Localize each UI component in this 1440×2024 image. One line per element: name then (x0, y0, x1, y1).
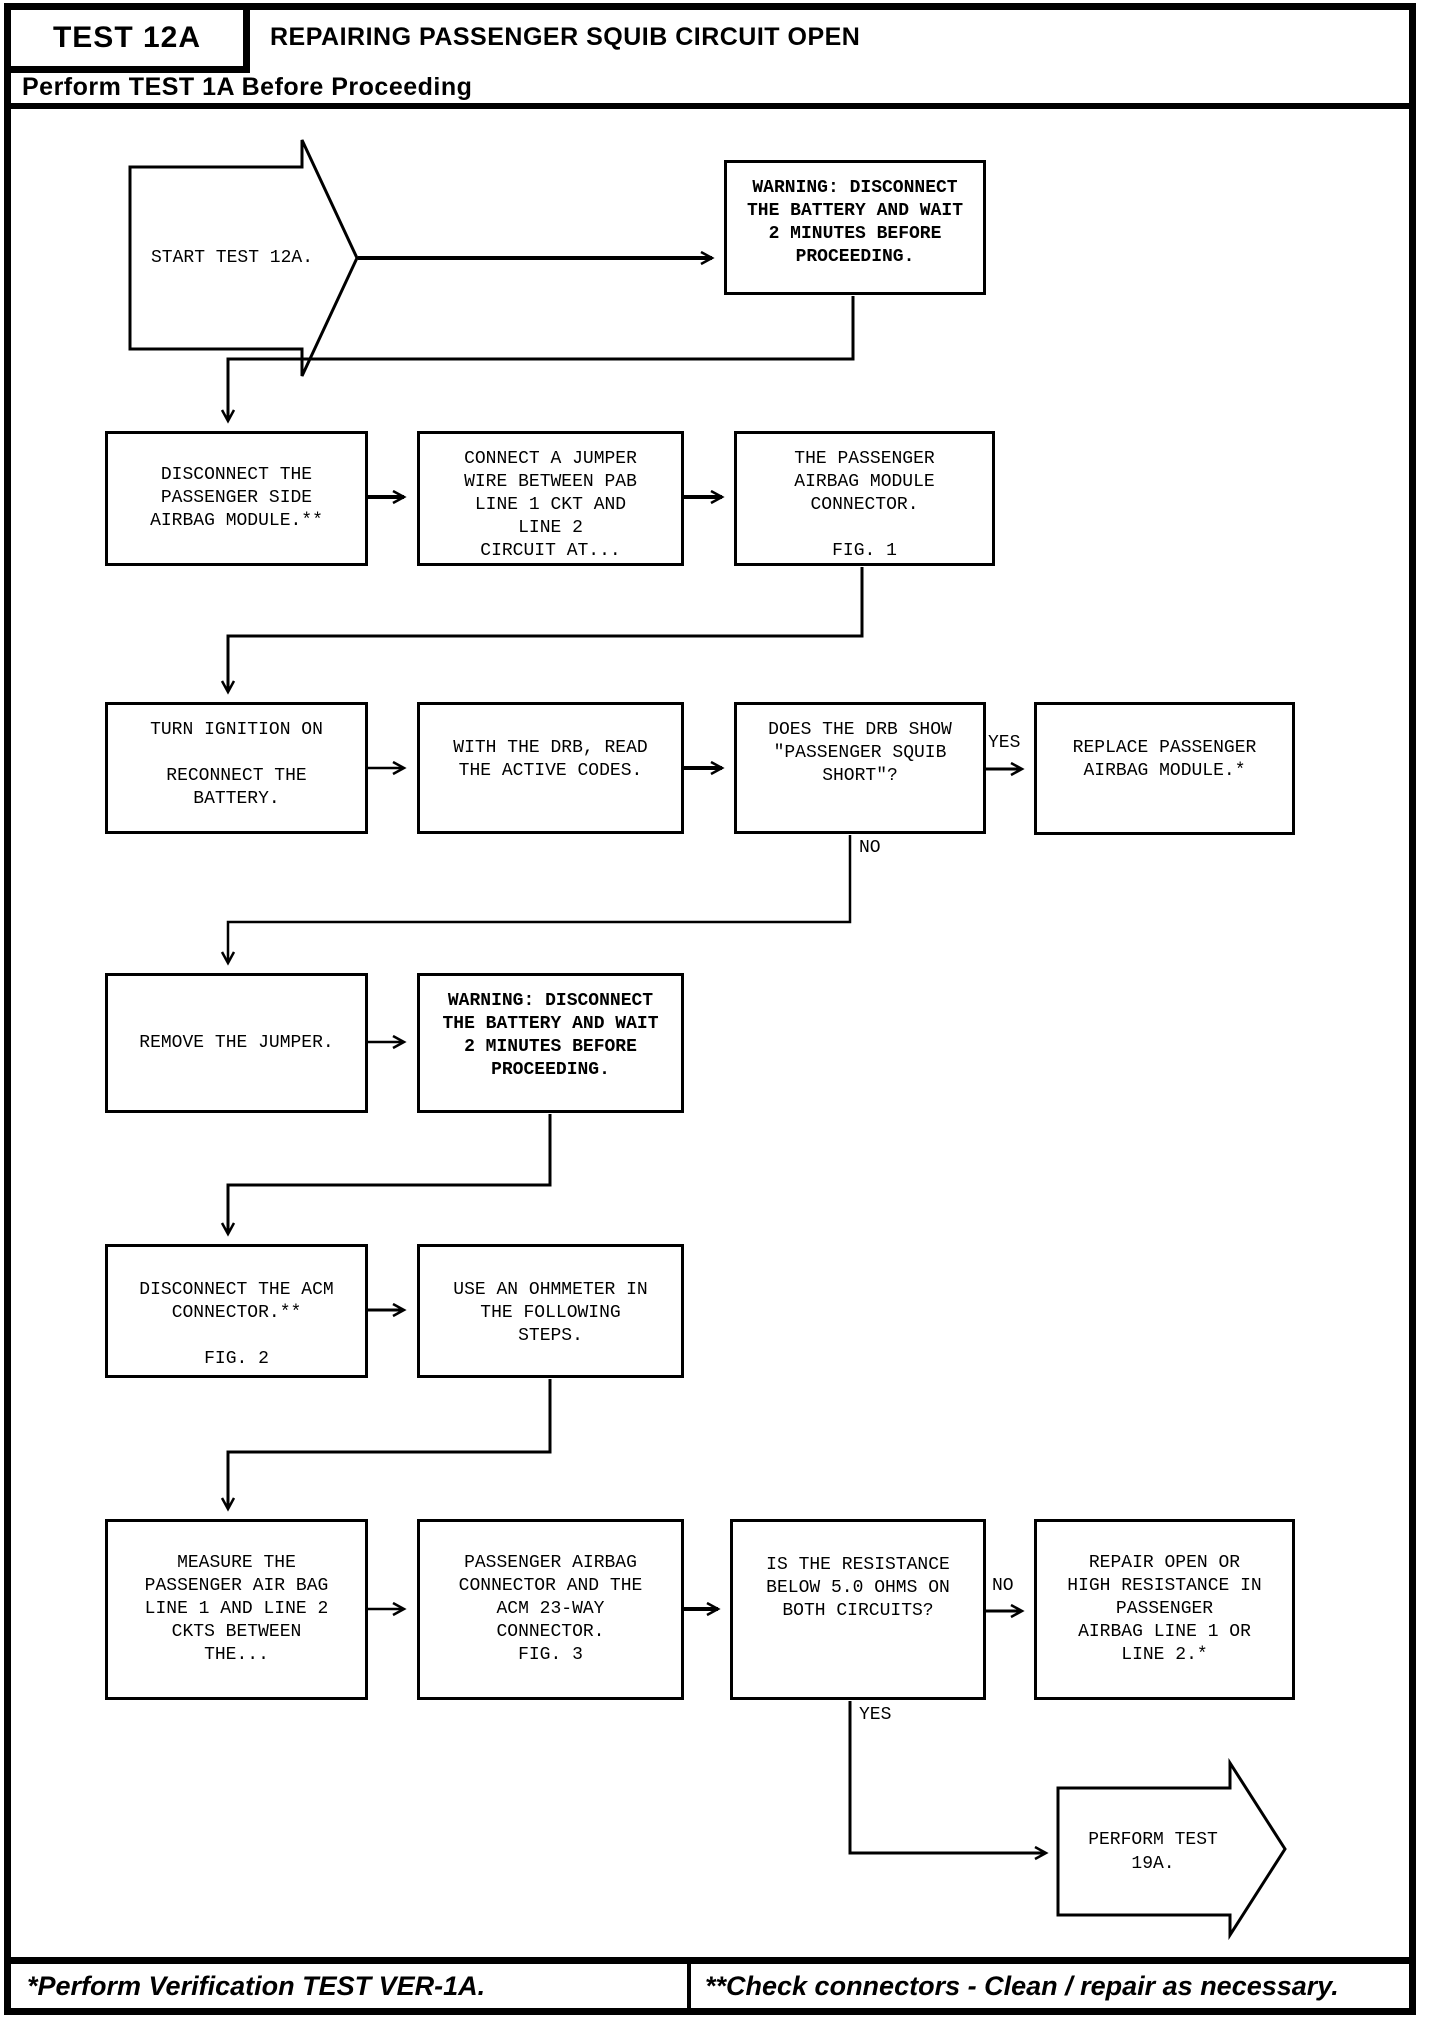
flow-box-pab-connector-fig1: THE PASSENGER AIRBAG MODULE CONNECTOR. F… (734, 431, 995, 566)
flow-box-drb-show-short: DOES THE DRB SHOW "PASSENGER SQUIB SHORT… (734, 702, 986, 834)
test-id-box: TEST 12A (4, 3, 250, 73)
flow-box-repair-open: REPAIR OPEN OR HIGH RESISTANCE IN PASSEN… (1034, 1519, 1295, 1700)
branch-label-no-2: NO (990, 1576, 1016, 1596)
flow-box-measure-ckts: MEASURE THE PASSENGER AIR BAG LINE 1 AND… (105, 1519, 368, 1700)
flow-box-acm-23way-fig3: PASSENGER AIRBAG CONNECTOR AND THE ACM 2… (417, 1519, 684, 1700)
flow-box-turn-ignition: TURN IGNITION ON RECONNECT THE BATTERY. (105, 702, 368, 834)
flow-box-drb-read-codes: WITH THE DRB, READ THE ACTIVE CODES. (417, 702, 684, 834)
start-terminator-text: START TEST 12A. (150, 248, 314, 268)
branch-label-yes-2: YES (857, 1705, 894, 1725)
flow-box-remove-jumper: REMOVE THE JUMPER. (105, 973, 368, 1113)
flow-box-resistance-check: IS THE RESISTANCE BELOW 5.0 OHMS ON BOTH… (730, 1519, 986, 1700)
branch-label-no-1: NO (857, 838, 883, 858)
flow-box-replace-module: REPLACE PASSENGER AIRBAG MODULE.* (1034, 702, 1295, 835)
footnote-left: *Perform Verification TEST VER-1A. (11, 1964, 691, 2008)
flow-box-warning-mid: WARNING: DISCONNECT THE BATTERY AND WAIT… (417, 973, 684, 1113)
test-id-label: TEST 12A (52, 21, 202, 54)
end-terminator-shape (1056, 1757, 1287, 1941)
start-terminator-shape (128, 139, 359, 377)
header-divider (4, 103, 1416, 109)
flow-box-use-ohmmeter: USE AN OHMMETER IN THE FOLLOWING STEPS. (417, 1244, 684, 1378)
page-title: REPAIRING PASSENGER SQUIB CIRCUIT OPEN (270, 23, 861, 51)
flow-box-disconnect-module: DISCONNECT THE PASSENGER SIDE AIRBAG MOD… (105, 431, 368, 566)
branch-label-yes-1: YES (986, 733, 1023, 753)
end-terminator-text: PERFORM TEST 19A. (1088, 1829, 1218, 1874)
footnote-right: **Check connectors - Clean / repair as n… (705, 1970, 1339, 2001)
flow-box-disconnect-acm: DISCONNECT THE ACM CONNECTOR.** FIG. 2 (105, 1244, 368, 1378)
flow-box-warning-top: WARNING: DISCONNECT THE BATTERY AND WAIT… (724, 160, 986, 295)
flow-box-connect-jumper: CONNECT A JUMPER WIRE BETWEEN PAB LINE 1… (417, 431, 684, 566)
footnote-bar: *Perform Verification TEST VER-1A. **Che… (4, 1957, 1416, 2015)
page-subtitle: Perform TEST 1A Before Proceeding (22, 73, 473, 101)
